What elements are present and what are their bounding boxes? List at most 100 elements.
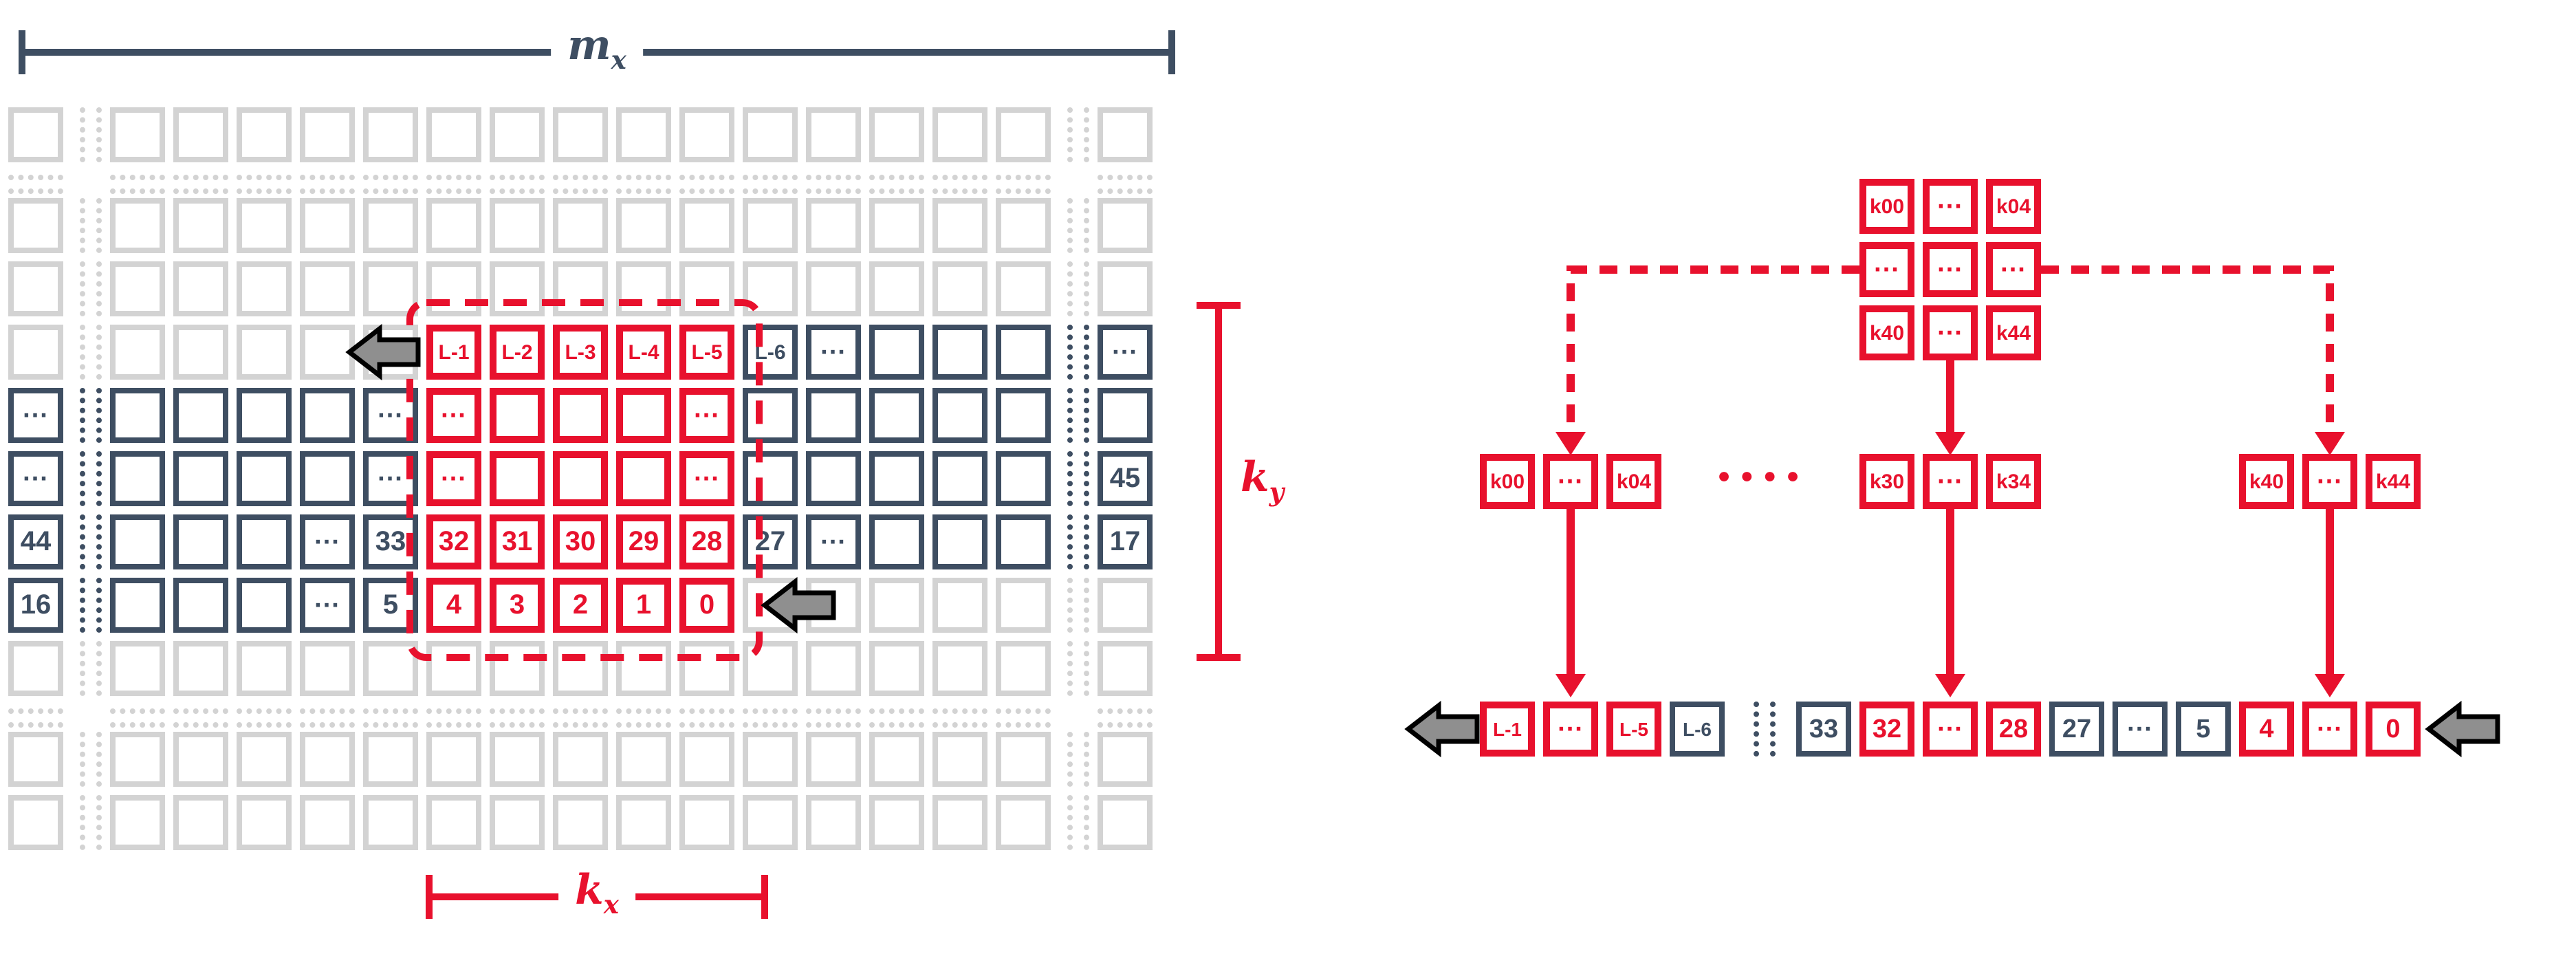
image-cell: 17 (1098, 514, 1153, 569)
background-grid-cell (679, 732, 734, 787)
background-grid-cell (553, 641, 608, 696)
kernel-row-cell: k30 (1859, 454, 1914, 509)
dotted-gap-row (806, 175, 861, 194)
dotted-gap-column (1754, 702, 1776, 757)
image-cell (869, 451, 924, 506)
image-cell (932, 451, 987, 506)
cell-value: ... (314, 584, 340, 613)
image-cell (237, 514, 292, 569)
dotted-gap-row (932, 708, 987, 728)
image-cell (743, 578, 798, 633)
dotted-gap-column (1067, 514, 1089, 569)
dotted-gap-column (1067, 388, 1089, 443)
dotted-gap-column (80, 198, 102, 253)
background-grid-cell (616, 641, 671, 696)
cell-value: 32 (438, 527, 470, 557)
memory-cell: ... (2113, 702, 2168, 757)
image-cell (932, 325, 987, 380)
cell-value: k30 (1869, 470, 1905, 493)
dotted-gap-column (80, 451, 102, 506)
kernel-row-cell: k40 (2239, 454, 2294, 509)
dotted-gap-column (80, 641, 102, 696)
background-grid-cell (1098, 641, 1153, 696)
background-grid-cell (679, 261, 734, 316)
kernel-row-cell: ... (2302, 454, 2357, 509)
image-cell (363, 325, 418, 380)
kernel-window-cell: ... (426, 388, 481, 443)
dotted-gap-column (1067, 325, 1089, 380)
background-grid-cell (490, 107, 545, 162)
image-cell (300, 451, 355, 506)
image-cell (237, 451, 292, 506)
background-grid-cell (8, 261, 63, 316)
memory-cell: 5 (2176, 702, 2231, 757)
kernel-window-cell: ... (679, 388, 734, 443)
background-grid-cell (553, 795, 608, 850)
background-grid-cell (237, 261, 292, 316)
image-cell: ... (8, 388, 63, 443)
cell-value: 28 (1998, 715, 2029, 743)
cell-value: 33 (1809, 715, 1839, 743)
dotted-gap-row (553, 175, 608, 194)
background-grid-cell (1098, 107, 1153, 162)
dotted-gap-row (490, 708, 545, 728)
background-grid-cell (490, 641, 545, 696)
kx-kernel-width-label: kx (558, 867, 635, 922)
cell-value: 28 (691, 527, 723, 557)
dotted-gap-row (110, 175, 165, 194)
background-grid-cell (8, 795, 63, 850)
background-grid-cell (300, 732, 355, 787)
cell-value: ... (694, 457, 720, 487)
cell-value: k04 (1616, 470, 1652, 493)
memory-cell: 0 (2366, 702, 2421, 757)
image-cell: 27 (743, 514, 798, 569)
background-grid-cell (869, 261, 924, 316)
kernel-row-cell: k34 (1986, 454, 2041, 509)
cell-value: 5 (382, 590, 399, 620)
background-grid-cell (869, 198, 924, 253)
background-grid-cell (932, 107, 987, 162)
background-grid-cell (363, 261, 418, 316)
kernel-row-cell: k00 (1480, 454, 1535, 509)
kernel-window-cell (553, 388, 608, 443)
background-grid-cell (806, 641, 861, 696)
dotted-gap-row (869, 708, 924, 728)
background-grid-cell (1098, 198, 1153, 253)
cell-value: ... (1937, 312, 1963, 341)
background-grid-cell (743, 261, 798, 316)
background-grid-cell (932, 795, 987, 850)
background-grid-cell (110, 641, 165, 696)
image-cell: 45 (1098, 451, 1153, 506)
background-grid-cell (616, 732, 671, 787)
kernel-matrix-cell: k44 (1986, 305, 2041, 360)
background-grid-cell (8, 107, 63, 162)
cell-value: ... (1874, 248, 1900, 278)
background-grid-cell (806, 732, 861, 787)
kernel-window-cell (616, 451, 671, 506)
background-grid-cell (110, 795, 165, 850)
background-grid-cell (363, 198, 418, 253)
dotted-gap-row (996, 708, 1051, 728)
background-grid-cell (932, 198, 987, 253)
ky-main: k (1241, 454, 1269, 502)
background-grid-cell (300, 795, 355, 850)
image-cell: ... (8, 451, 63, 506)
background-grid-cell (110, 732, 165, 787)
cell-value: 33 (375, 527, 406, 557)
image-cell (1098, 388, 1153, 443)
background-grid-cell (110, 261, 165, 316)
kx-main: k (575, 867, 604, 915)
cell-value: ... (378, 394, 404, 424)
kernel-window-cell: 30 (553, 514, 608, 569)
dotted-gap-row (8, 708, 63, 728)
background-grid-cell (490, 795, 545, 850)
image-cell (996, 578, 1051, 633)
kernel-window-cell: 0 (679, 578, 734, 633)
background-grid-cell (237, 795, 292, 850)
cell-value: 1 (635, 590, 652, 620)
cell-value: ... (2317, 460, 2343, 490)
cell-value: 0 (2386, 715, 2401, 743)
background-grid-cell (996, 261, 1051, 316)
cell-value: 30 (565, 527, 596, 557)
kernel-matrix-cell: k04 (1986, 179, 2041, 234)
